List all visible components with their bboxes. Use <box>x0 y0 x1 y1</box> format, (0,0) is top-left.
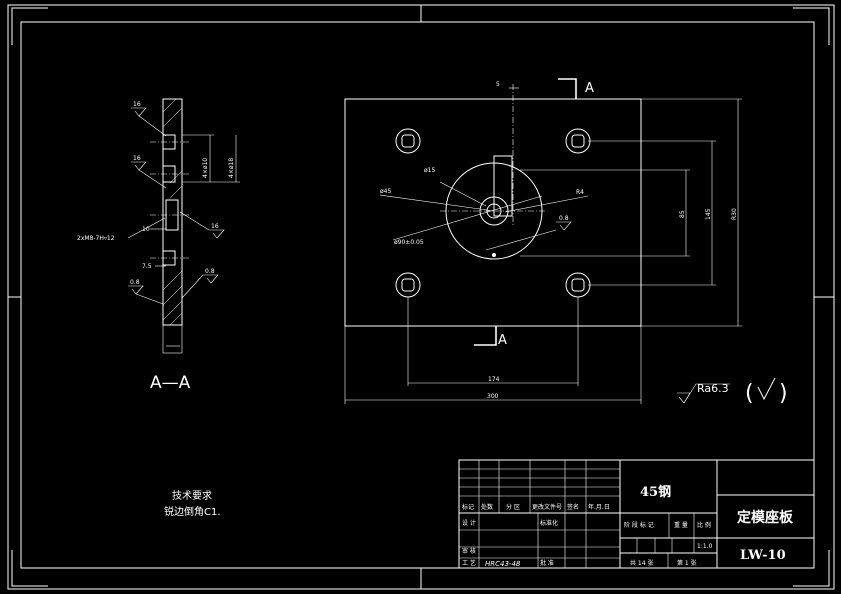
section-view: 16 16 16 0.8 0.8 2xM8-7H▿12 10 7. <box>77 98 240 393</box>
svg-text:145: 145 <box>705 208 712 220</box>
section-mark: A <box>585 81 594 96</box>
svg-text:签名: 签名 <box>567 503 579 511</box>
svg-text:ø15: ø15 <box>424 167 435 174</box>
svg-text:7.5: 7.5 <box>142 263 152 270</box>
corner-hole <box>395 128 421 154</box>
svg-text:年.月.日: 年.月.日 <box>588 503 610 511</box>
overall-roughness-note: Ra6.3 ( ) <box>677 377 788 406</box>
sheet-number: 第 1 张 <box>677 559 697 567</box>
corner-hole <box>565 272 591 298</box>
svg-text:10: 10 <box>142 226 150 233</box>
svg-text:4×ø18: 4×ø18 <box>228 158 235 178</box>
corner-hole <box>395 272 421 298</box>
svg-text:分 区: 分 区 <box>506 503 520 511</box>
svg-text:设 计: 设 计 <box>462 519 476 527</box>
svg-text:更改文件号: 更改文件号 <box>532 503 562 511</box>
svg-text:): ) <box>779 381 788 406</box>
svg-text:4×ø10: 4×ø10 <box>202 158 209 178</box>
roughness-mark: 16 <box>179 211 225 239</box>
sheet-count: 共 14 张 <box>630 559 653 567</box>
section-title: A—A <box>150 373 191 393</box>
title-block: 标记 处数 分 区 更改文件号 签名 年.月.日 设 计 标准化 审 核 工 艺… <box>458 459 815 569</box>
svg-text:300: 300 <box>487 393 499 400</box>
main-view: A A 5 ø45 <box>344 78 742 404</box>
tech-requirements-title: 技术要求 <box>172 489 212 502</box>
svg-text:标记: 标记 <box>462 503 474 511</box>
svg-text:标准化: 标准化 <box>540 519 558 527</box>
svg-text:(: ( <box>745 381 754 406</box>
material-label: 45钢 <box>640 484 671 500</box>
svg-text:审 核: 审 核 <box>462 547 476 555</box>
svg-text:174: 174 <box>488 376 500 383</box>
svg-text:Ra6.3: Ra6.3 <box>697 382 729 395</box>
roughness-mark: 16 <box>131 155 167 189</box>
svg-text:阶 段 标 记: 阶 段 标 记 <box>624 521 654 529</box>
svg-text:处数: 处数 <box>481 503 493 511</box>
corner-hole <box>565 128 591 154</box>
svg-text:比 例: 比 例 <box>697 521 711 529</box>
svg-text:16: 16 <box>133 155 141 162</box>
part-name: 定模座板 <box>737 509 794 526</box>
tech-requirements: 技术要求 锐边倒角C1. <box>164 489 221 518</box>
section-mark: A <box>498 333 507 348</box>
svg-text:0.8: 0.8 <box>559 215 569 222</box>
svg-text:16: 16 <box>133 101 141 108</box>
svg-text:批 准: 批 准 <box>540 559 554 567</box>
svg-text:16: 16 <box>211 223 219 230</box>
svg-text:ø90±0.05: ø90±0.05 <box>394 239 424 246</box>
roughness-mark: 0.8 <box>128 279 164 305</box>
thread-callout: 2xM8-7H▿12 <box>77 235 115 242</box>
svg-text:重 量: 重 量 <box>674 521 688 529</box>
roughness-mark: 0.8 <box>181 268 219 299</box>
svg-text:5: 5 <box>496 81 500 88</box>
hardness-spec: HRC43-48 <box>485 560 521 568</box>
svg-text:85: 85 <box>679 210 686 218</box>
svg-text:R30: R30 <box>731 208 738 220</box>
svg-text:R4: R4 <box>576 189 584 196</box>
tech-requirements-line: 锐边倒角C1. <box>164 505 221 518</box>
drawing-number: LW-10 <box>740 548 786 563</box>
roughness-mark: 16 <box>131 101 167 137</box>
svg-text:ø45: ø45 <box>380 188 391 195</box>
roughness-mark: 0.8 <box>556 215 572 231</box>
svg-text:工 艺: 工 艺 <box>462 559 476 567</box>
scale-value: 1:1.0 <box>697 543 713 550</box>
sheet-frame <box>7 4 835 590</box>
section-hatching <box>162 98 183 326</box>
svg-text:0.8: 0.8 <box>130 279 140 286</box>
svg-text:0.8: 0.8 <box>205 268 215 275</box>
